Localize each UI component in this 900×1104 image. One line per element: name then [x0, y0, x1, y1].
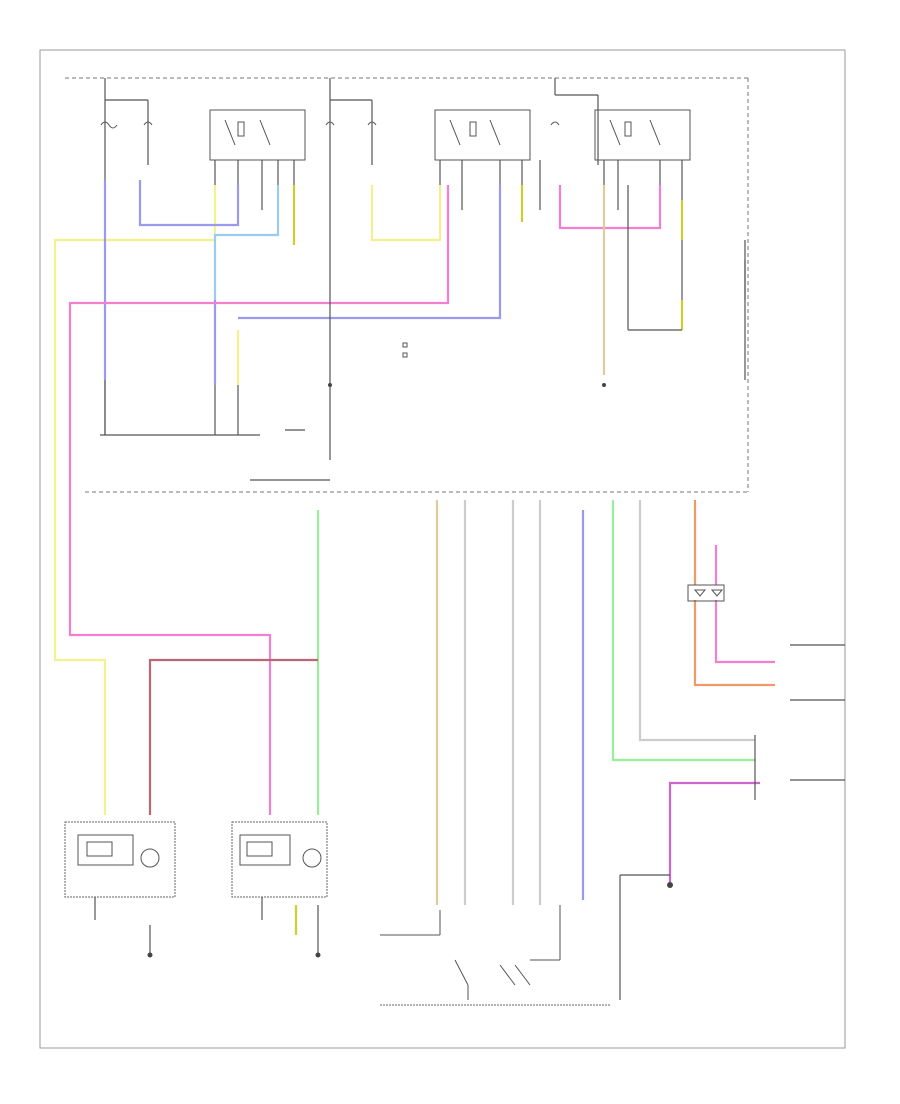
diode-block — [687, 584, 725, 602]
thin-wires — [100, 185, 746, 1000]
headlamp-switch-area — [380, 905, 610, 1006]
colored-wires — [53, 180, 775, 935]
relay-boxes — [209, 109, 691, 161]
diagram-frame — [39, 49, 846, 1049]
right-headlamp — [64, 821, 176, 920]
legend-markers — [402, 342, 408, 358]
ground-points — [147, 383, 673, 958]
fuse-feeds — [104, 78, 599, 435]
left-headlamp — [231, 821, 328, 920]
right-side-connectors — [754, 644, 845, 800]
fuse-symbols — [100, 121, 560, 129]
